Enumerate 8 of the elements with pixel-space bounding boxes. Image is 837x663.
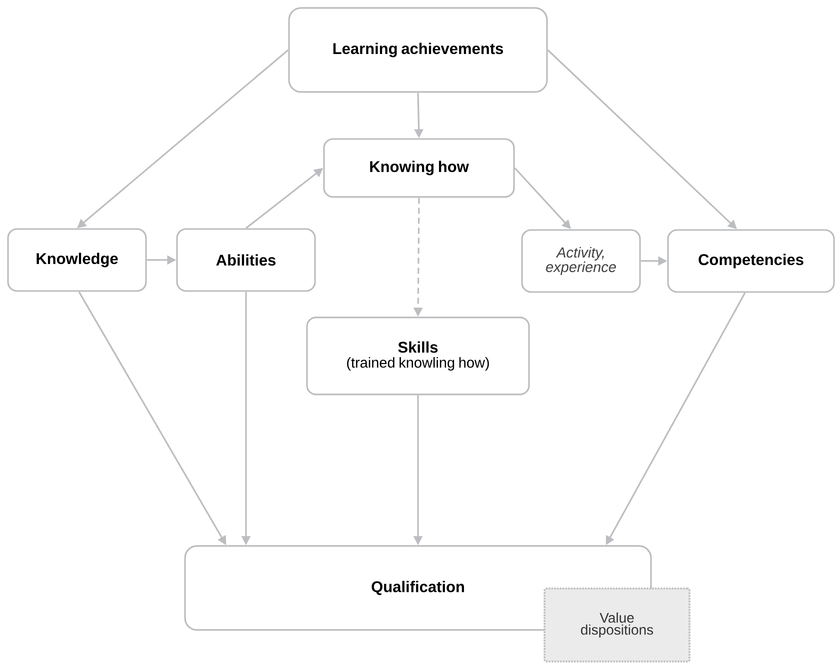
process-box: Competencies bbox=[667, 229, 835, 293]
process-box: Learning achievements bbox=[288, 7, 548, 93]
process-box: Knowledge bbox=[7, 228, 147, 292]
process-box: Abilities bbox=[176, 228, 316, 292]
process-box: Skills (trained knowling how) bbox=[306, 316, 530, 396]
process-box: Knowing how bbox=[323, 138, 515, 198]
note-box: Value dispositions bbox=[544, 588, 690, 662]
process-box: Activity, experience bbox=[521, 229, 641, 293]
